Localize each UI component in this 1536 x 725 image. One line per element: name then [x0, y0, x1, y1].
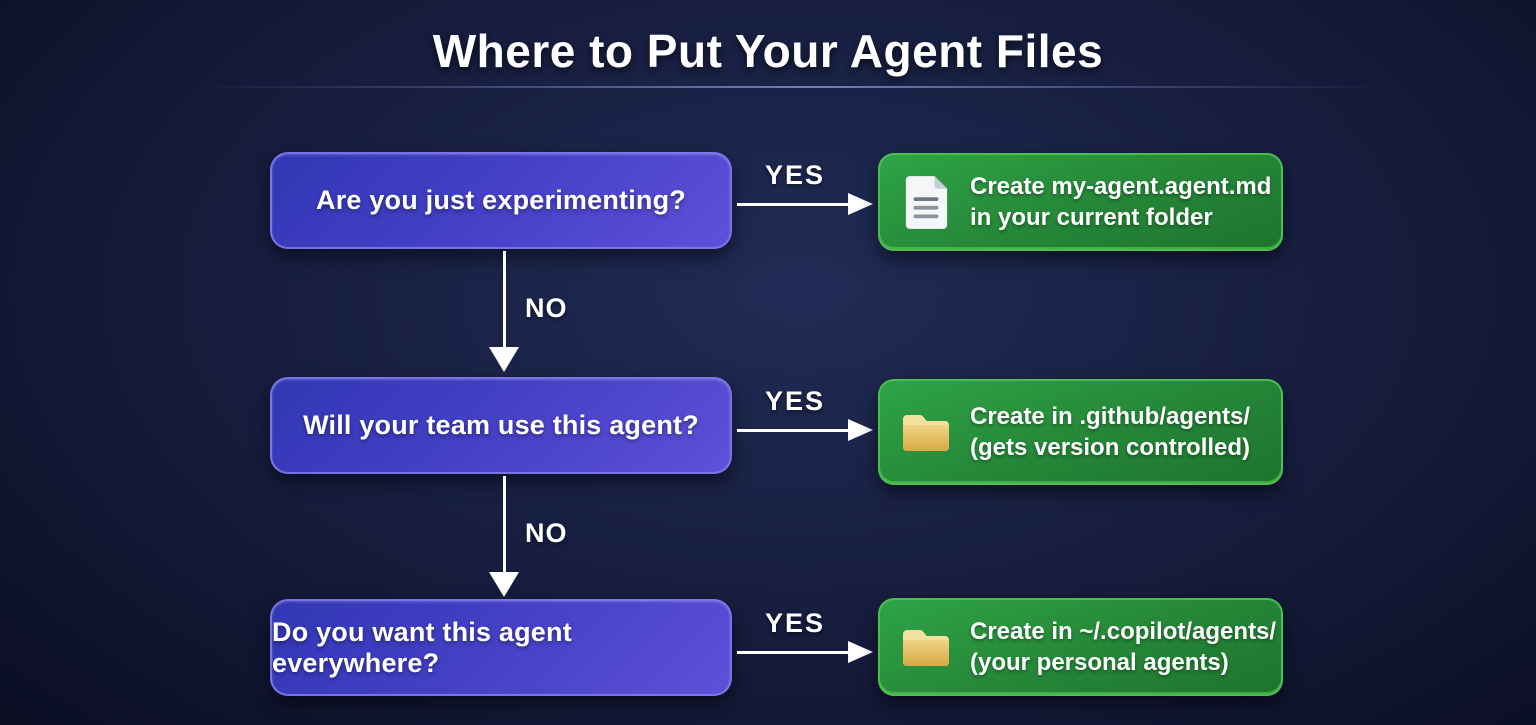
- answer-line-1: Create in .github/agents/: [970, 403, 1251, 430]
- question-box-agent-everywhere: Do you want this agent everywhere?: [270, 599, 732, 696]
- page-title: Where to Put Your Agent Files: [432, 25, 1104, 77]
- folder-icon: [900, 624, 952, 670]
- answer-line-2: in your current folder: [970, 204, 1213, 231]
- answer-line-2: (your personal agents): [970, 649, 1229, 676]
- yes-arrow-3: YES: [737, 608, 875, 663]
- question-text: Do you want this agent everywhere?: [272, 616, 572, 678]
- answer-text: Create my-agent.agent.md in your current…: [970, 171, 1271, 233]
- yes-arrow-2: YES: [737, 386, 875, 441]
- question-box-experimenting: Are you just experimenting?: [270, 152, 732, 249]
- title-divider: [195, 86, 1385, 88]
- yes-label: YES: [764, 608, 826, 638]
- question-text: Will your team use this agent?: [303, 410, 699, 440]
- answer-text: Create in ~/.copilot/agents/ (your perso…: [970, 616, 1276, 678]
- answer-line-1: Create my-agent.agent.md: [970, 173, 1272, 200]
- yes-arrow-1: YES: [737, 160, 875, 215]
- folder-icon: [900, 409, 952, 455]
- no-label: NO: [525, 518, 568, 548]
- document-icon: [900, 174, 952, 230]
- arrow-right-icon: [737, 419, 873, 441]
- question-text: Are you just experimenting?: [316, 185, 686, 215]
- arrow-down-icon: [489, 476, 519, 597]
- answer-text: Create in .github/agents/ (gets version …: [970, 401, 1250, 463]
- answer-box-current-folder: Create my-agent.agent.md in your current…: [878, 153, 1283, 251]
- yes-label: YES: [764, 160, 826, 190]
- answer-box-github-agents: Create in .github/agents/ (gets version …: [878, 379, 1283, 485]
- answer-line-2: (gets version controlled): [970, 434, 1251, 461]
- arrow-right-icon: [737, 641, 873, 663]
- no-label: NO: [525, 293, 568, 323]
- no-arrow-1: NO: [489, 251, 593, 372]
- question-box-team-use: Will your team use this agent?: [270, 377, 732, 474]
- no-arrow-2: NO: [489, 476, 593, 597]
- yes-label: YES: [764, 386, 826, 416]
- arrow-down-icon: [489, 251, 519, 372]
- answer-line-1: Create in ~/.copilot/agents/: [970, 618, 1277, 645]
- arrow-right-icon: [737, 193, 873, 215]
- answer-box-copilot-agents: Create in ~/.copilot/agents/ (your perso…: [878, 598, 1283, 696]
